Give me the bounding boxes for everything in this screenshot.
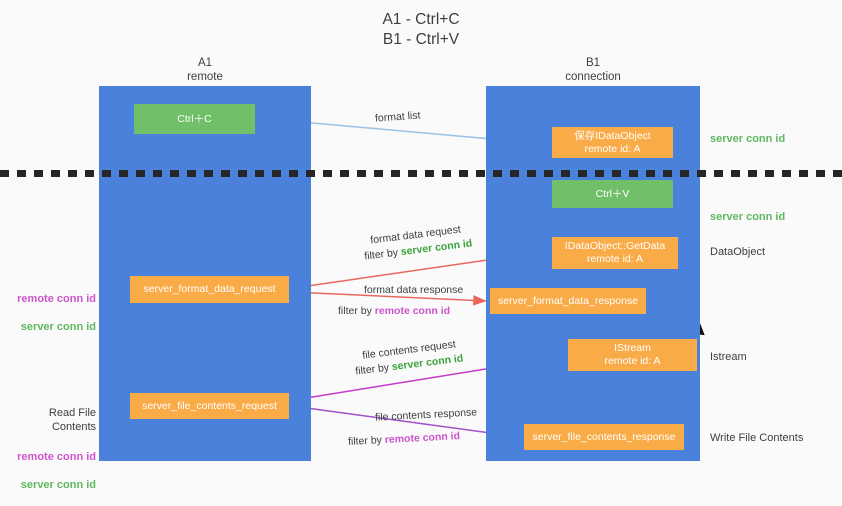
filter-by-text: filter by xyxy=(347,434,386,448)
arrow-file-contents-response xyxy=(291,405,521,441)
node-save-idataobject: 保存IDataObject remote id: A xyxy=(552,127,673,158)
node-istream: IStream remote id: A xyxy=(568,339,697,371)
arrow-format-data-response xyxy=(291,291,487,306)
edge-label-format-data-response-filter: filter by remote conn id xyxy=(338,304,450,318)
node-ctrl-c: Ctrl＋C xyxy=(134,104,255,134)
node-server-file-contents-response: server_file_contents_response xyxy=(524,424,684,450)
annotation-read-file-contents: Read File Contents xyxy=(48,407,96,433)
annotation-server-conn-id-top: server conn id xyxy=(710,133,786,145)
column-header-a1: A1 remote xyxy=(187,57,223,83)
node-server-format-data-response: server_format_data_response xyxy=(490,288,646,314)
annotation-server-conn-id-2: server conn id xyxy=(20,479,96,491)
dashed-separator-line xyxy=(0,170,842,177)
annotation-server-conn-id-1: server conn id xyxy=(20,321,96,333)
annotation-write-file-contents: Write File Contents xyxy=(710,432,804,444)
edge-label-format-data-response: format data response xyxy=(364,284,464,296)
annotation-conn-id-group-2: Read File Contents remote conn id server… xyxy=(8,392,96,506)
node-ctrl-v: Ctrl＋V xyxy=(552,180,673,208)
filter-by-text: filter by xyxy=(338,305,375,317)
remote-conn-id-highlight: remote conn id xyxy=(384,430,461,446)
annotation-conn-id-group-1: remote conn id server conn id xyxy=(8,278,96,348)
annotation-remote-conn-id-1: remote conn id xyxy=(17,293,96,305)
node-idataobject-getdata: IDataObject::GetData remote id: A xyxy=(552,237,678,269)
node-server-file-contents-request: server_file_contents_request xyxy=(130,393,289,419)
annotation-remote-conn-id-2: remote conn id xyxy=(17,451,96,463)
page-title: A1 - Ctrl+C B1 - Ctrl+V xyxy=(382,11,460,48)
annotation-dataobject: DataObject xyxy=(710,246,766,258)
remote-conn-id-highlight: remote conn id xyxy=(374,305,451,317)
column-header-b1: B1 connection xyxy=(565,57,621,83)
annotation-server-conn-id-mid: server conn id xyxy=(710,211,786,223)
node-server-format-data-request: server_format_data_request xyxy=(130,276,289,303)
annotation-istream: Istream xyxy=(710,351,747,363)
